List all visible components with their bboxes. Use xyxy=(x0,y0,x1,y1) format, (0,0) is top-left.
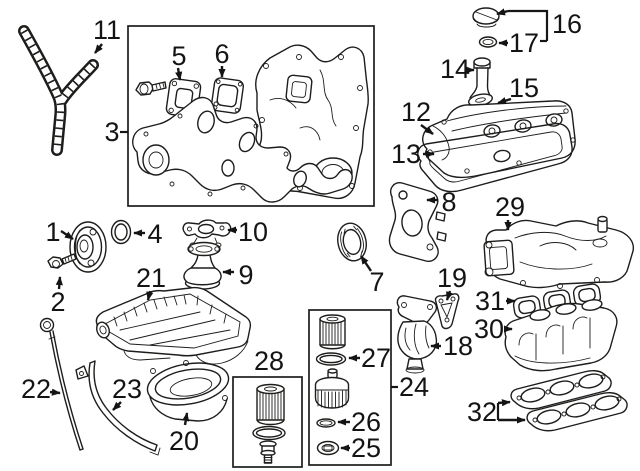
part-oil-filler-cap-gasket xyxy=(478,36,498,48)
callout-22-label: 22 xyxy=(21,374,51,404)
callout-26: 26 xyxy=(337,407,381,437)
callout-27-label: 27 xyxy=(361,343,391,373)
part-oil-filler-cap xyxy=(472,7,500,28)
part-dipstick-tube xyxy=(75,360,161,456)
callout-13: 13 xyxy=(391,139,435,169)
callout-27: 27 xyxy=(348,343,391,373)
part-crankshaft-pulley xyxy=(69,221,107,273)
callout-31-label: 31 xyxy=(475,286,505,316)
callout-20: 20 xyxy=(169,412,199,456)
gasket-32b xyxy=(526,391,628,432)
callout-10-label: 10 xyxy=(238,217,268,247)
callout-26-label: 26 xyxy=(351,407,381,437)
callout-2: 2 xyxy=(50,276,66,317)
callout-5: 5 xyxy=(171,41,187,81)
callout-4-label: 4 xyxy=(147,219,162,249)
callout-1-label: 1 xyxy=(45,217,60,247)
callout-28-label: 28 xyxy=(254,346,284,376)
callout-18: 18 xyxy=(430,331,473,361)
callout-28: 28 xyxy=(254,346,284,376)
callout-16-label: 16 xyxy=(552,9,582,39)
callout-14-label: 14 xyxy=(440,54,470,84)
part-lower-intake-manifold xyxy=(504,299,618,372)
callout-14: 14 xyxy=(440,54,475,84)
callout-12: 12 xyxy=(401,97,434,135)
callout-11-label: 11 xyxy=(93,15,121,45)
callout-30-label: 30 xyxy=(474,314,504,344)
part-oil-filter-bracket-gasket xyxy=(434,293,460,330)
callout-17-label: 17 xyxy=(509,28,539,58)
gasket-32a xyxy=(510,369,612,410)
callout-32-label: 32 xyxy=(467,397,497,427)
part-timing-cover-box xyxy=(127,25,375,207)
callout-25: 25 xyxy=(340,433,381,463)
callout-12-label: 12 xyxy=(401,97,431,127)
part-crankshaft-pulley-bolt xyxy=(47,253,77,269)
part-valve-cover xyxy=(422,100,576,179)
callout-5-label: 5 xyxy=(171,41,186,71)
part-lower-intake-gasket-pair xyxy=(510,369,628,432)
callout-18-label: 18 xyxy=(443,331,473,361)
callout-6: 6 xyxy=(214,39,230,78)
callout-19-label: 19 xyxy=(437,263,467,293)
callout-13-label: 13 xyxy=(391,139,421,169)
callout-17: 17 xyxy=(498,28,547,58)
part-oil-dipstick xyxy=(39,317,84,451)
callout-7-label: 7 xyxy=(369,267,384,297)
callout-32: 32 xyxy=(467,397,526,427)
callout-3-label: 3 xyxy=(104,117,119,147)
callout-15: 15 xyxy=(497,73,539,105)
callout-22: 22 xyxy=(21,374,61,404)
part-oil-filter-bracket xyxy=(396,295,438,374)
callout-4: 4 xyxy=(133,219,163,249)
callout-9: 9 xyxy=(222,260,254,290)
callout-9-label: 9 xyxy=(238,260,253,290)
callout-24-label: 24 xyxy=(399,372,429,402)
part-oil-filter-cap-assembly-box xyxy=(308,309,392,466)
callout-3: 3 xyxy=(104,117,128,147)
part-crankshaft-front-seal xyxy=(110,219,132,245)
callout-1: 1 xyxy=(45,217,74,247)
callout-15-label: 15 xyxy=(509,73,539,103)
callout-19: 19 xyxy=(437,263,467,301)
callout-8: 8 xyxy=(426,187,457,217)
callout-23: 23 xyxy=(112,374,142,411)
callout-29: 29 xyxy=(495,192,525,231)
callout-6-label: 6 xyxy=(214,39,229,69)
callout-21: 21 xyxy=(136,263,166,301)
part-lower-oil-pan xyxy=(146,360,230,422)
callout-8-label: 8 xyxy=(441,187,456,217)
part-upper-oil-pan xyxy=(95,286,252,365)
callout-21-label: 21 xyxy=(136,263,166,293)
callout-31: 31 xyxy=(475,286,516,316)
part-upper-intake-manifold xyxy=(483,215,635,289)
callout-29-label: 29 xyxy=(495,192,525,222)
callout-16: 16 xyxy=(496,8,582,41)
part-oil-filter-kit-box xyxy=(232,376,303,468)
callout-24: 24 xyxy=(391,372,429,402)
part-oil-filler-tube xyxy=(468,57,493,107)
callout-2-label: 2 xyxy=(50,287,65,317)
callout-20-label: 20 xyxy=(169,426,199,456)
callout-25-label: 25 xyxy=(351,433,381,463)
part-oil-strainer-pickup-tube xyxy=(183,241,222,290)
callout-30: 30 xyxy=(474,314,513,344)
part-camshaft-seal xyxy=(337,222,367,262)
callout-11: 11 xyxy=(93,15,121,54)
callout-10: 10 xyxy=(227,217,268,247)
part-oil-pump-plate xyxy=(388,182,447,262)
callout-7: 7 xyxy=(360,255,385,297)
callout-23-label: 23 xyxy=(112,374,142,404)
part-timing-chain xyxy=(18,25,99,156)
